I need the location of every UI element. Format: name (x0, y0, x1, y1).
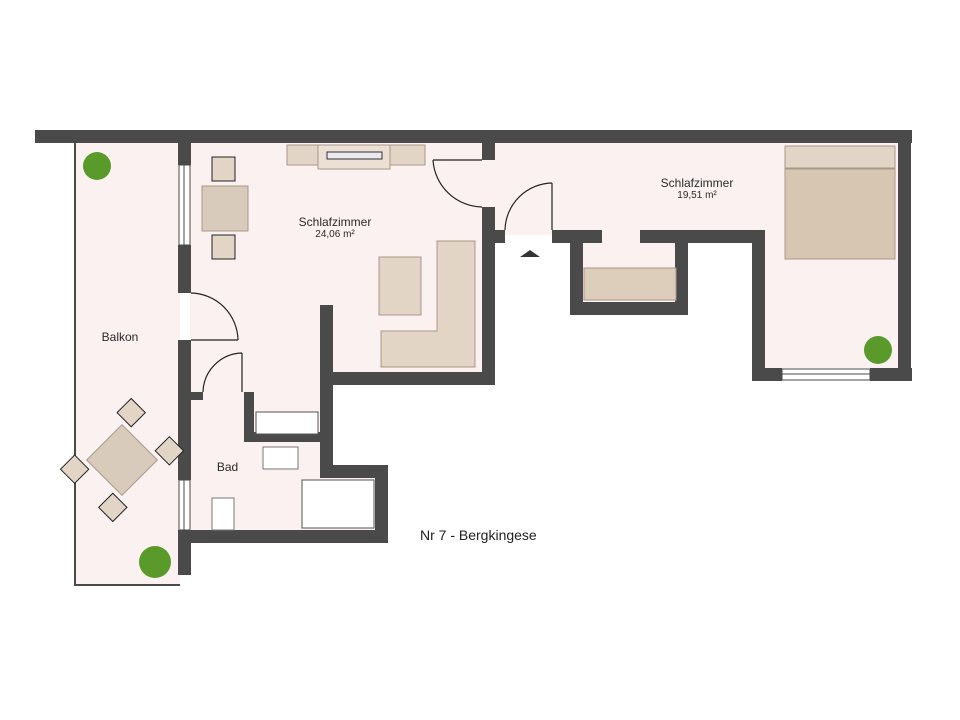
room-name: Schlafzimmer (660, 176, 734, 190)
plan-title: Nr 7 - Bergkingese (420, 527, 537, 543)
windows (178, 164, 871, 531)
room-area: 19,51 m² (677, 190, 717, 201)
room-bathroom: Bad (216, 460, 239, 474)
room-living: Schlafzimmer 24,06 m² (280, 215, 390, 240)
room-name: Schlafzimmer (298, 215, 372, 229)
entrance-arrow-icon (520, 250, 540, 257)
doors (190, 159, 553, 393)
room-area: 24,06 m² (315, 229, 355, 240)
balcony-outline (74, 143, 180, 586)
plant-icon (864, 336, 892, 364)
walls (35, 130, 912, 575)
plant-icon (139, 546, 171, 578)
plant-icon (83, 152, 111, 180)
room-bedroom: Schlafzimmer 19,51 m² (642, 176, 752, 201)
plants (83, 152, 892, 578)
room-balcony: Balkon (101, 330, 139, 344)
furniture (59, 144, 896, 531)
